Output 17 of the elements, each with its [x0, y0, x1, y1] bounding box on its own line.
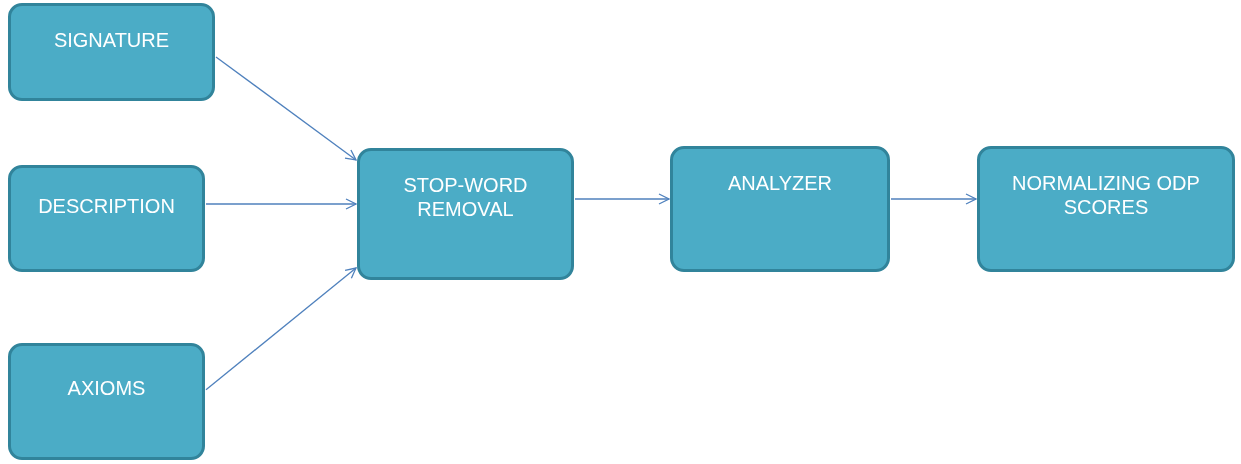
box-label: STOP-WORD REMOVAL — [402, 173, 529, 221]
process-box — [8, 3, 215, 101]
box-label: DESCRIPTION — [38, 194, 175, 218]
arrow — [215, 56, 357, 161]
process-box — [977, 146, 1235, 272]
process-box — [670, 146, 890, 272]
arrow — [890, 193, 977, 205]
process-box — [8, 165, 205, 272]
arrow — [205, 198, 357, 210]
box-label: NORMALIZING ODP SCORES — [1011, 171, 1201, 219]
arrow — [574, 193, 670, 205]
arrow — [205, 267, 357, 391]
box-label: AXIOMS — [67, 376, 146, 400]
process-box — [357, 148, 574, 280]
box-label: ANALYZER — [727, 171, 833, 195]
process-box — [8, 343, 205, 460]
box-label: SIGNATURE — [53, 28, 170, 52]
